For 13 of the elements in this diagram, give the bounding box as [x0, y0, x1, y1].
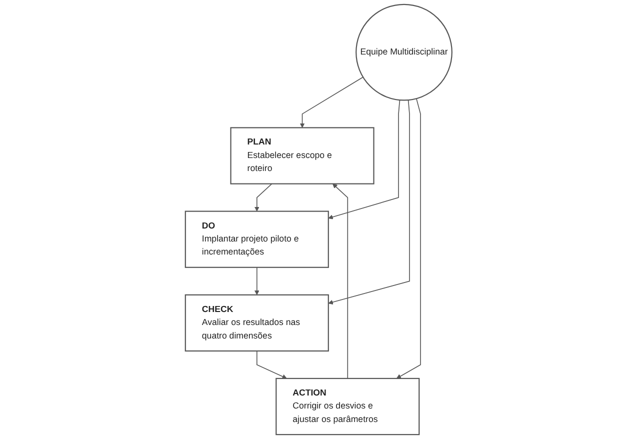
arrow	[256, 350, 288, 379]
arrow	[254, 183, 273, 212]
node-box: CHECK Avaliar os resultados nas quatro dimensões	[185, 294, 330, 352]
arrow	[332, 184, 348, 379]
node-box: PLAN Estabelecer escopo e roteiro	[230, 127, 375, 184]
arrow	[396, 98, 422, 379]
arrow	[328, 100, 401, 220]
node-box: DO Implantar projeto piloto e incrementações	[185, 210, 330, 268]
node-box: ACTION Corrigir os desvios e ajustar os parâmetros	[276, 378, 420, 436]
arrow	[300, 76, 364, 128]
node-circle: Equipe Multidisciplinar	[356, 4, 453, 101]
arrow	[328, 100, 410, 305]
arrow	[254, 266, 260, 296]
